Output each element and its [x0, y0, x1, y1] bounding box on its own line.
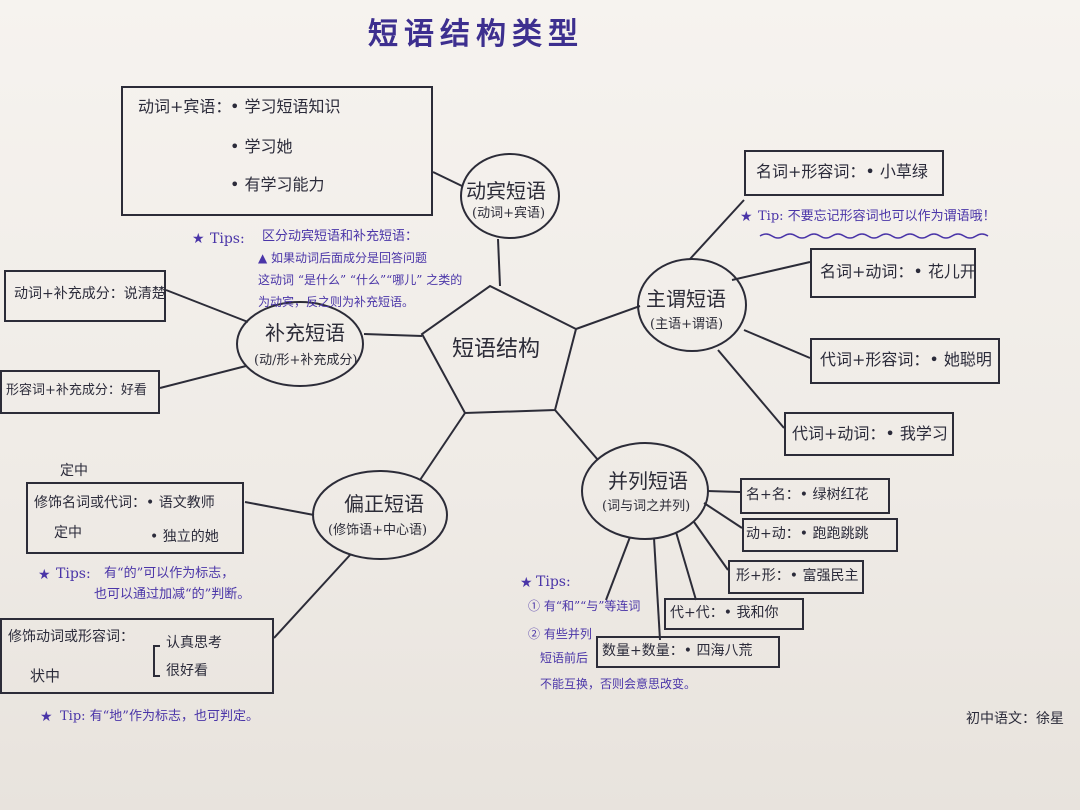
coord-tip-line-1: ① 有“和”“与”等连词 [528, 599, 641, 613]
zhuang-example-1: 认真思考 [166, 635, 222, 651]
sp-item-1-box [744, 150, 944, 196]
sp-item-3: 代词+形容词：• 她聪明 [820, 350, 992, 369]
ding-mark: 定中 [60, 463, 88, 479]
complement-node-outline [236, 301, 364, 387]
verb-object-box-lead: 动词+宾语： [138, 97, 232, 116]
center-label: 短语结构 [452, 337, 541, 362]
sp-item-2: 名词+动词：• 花儿开 [820, 262, 976, 281]
coord-tip-line-3: 短语前后 [540, 651, 589, 665]
coord-tip-line-2: ② 有些并列 [528, 627, 592, 641]
verb-object-tip-line-3: 这动词 “是什么” “什么”“哪儿” 之类的 [258, 273, 463, 287]
complement-item-1: 动词+补充成分：说清楚 [14, 286, 166, 302]
coord-item-1: 名+名：• 绿树红花 [746, 487, 869, 503]
coord-item-5: 数量+数量：• 四海八荒 [602, 643, 753, 659]
complement-label: 补充短语 [265, 321, 345, 345]
verb-object-example-3: • 有学习能力 [230, 175, 325, 194]
complement-sub: (动/形+补充成分) [254, 353, 358, 368]
sp-item-1: 名词+形容词：• 小草绿 [756, 162, 928, 181]
ding-example: • 独立的她 [150, 529, 219, 545]
complement-item-1-box [4, 270, 166, 322]
modifier-label: 偏正短语 [344, 492, 424, 516]
star-icon: ★ [740, 209, 753, 225]
verb-object-tip-line-4: 为动宾，反之则为补充短语。 [258, 295, 415, 309]
tip-wave-underline [759, 233, 989, 239]
center-pentagon [420, 284, 578, 415]
coord-tip-lead: Tips: [536, 574, 571, 590]
star-icon: ★ [38, 567, 51, 583]
coord-item-3: 形+形：• 富强民主 [736, 568, 859, 584]
sp-item-3-box [810, 338, 1000, 384]
coord-item-4-box [664, 598, 804, 630]
coord-item-4: 代+代：• 我和你 [670, 605, 779, 621]
subject-predicate-node-outline [637, 258, 747, 352]
modifier-tip1-lead: Tips: [56, 566, 91, 582]
ding-label: 定中 [54, 525, 82, 541]
star-icon: ★ [40, 709, 53, 725]
modifier-tip2: Tip: 有“地”作为标志，也可判定。 [60, 709, 259, 724]
coord-item-2-box [742, 518, 898, 552]
star-icon: ★ [520, 575, 533, 591]
sp-item-4-box [784, 412, 954, 456]
zhuang-box-text: 修饰动词或形容词： [8, 629, 134, 645]
verb-object-example-1: • 学习短语知识 [230, 97, 341, 116]
coord-item-2: 动+动：• 跑跑跳跳 [746, 526, 869, 542]
verb-object-label: 动宾短语 [466, 179, 546, 203]
verb-object-tip-lead: Tips: [210, 231, 245, 247]
verb-object-example-2: • 学习她 [230, 137, 293, 156]
sp-tip: Tip: 不要忘记形容词也可以作为谓语哦！ [758, 209, 996, 224]
zhuang-bracket [153, 645, 160, 677]
coordinate-label: 并列短语 [608, 469, 688, 493]
verb-object-sub: (动词+宾语) [472, 206, 546, 221]
page-title: 短语结构类型 [368, 17, 584, 52]
coord-item-1-box [740, 478, 890, 514]
coordinate-sub: (词与词之并列) [602, 499, 691, 514]
verb-object-box [121, 86, 433, 216]
coord-item-5-box [596, 636, 780, 668]
zhuang-example-2: 很好看 [166, 663, 208, 679]
zhuang-label: 状中 [30, 667, 61, 685]
verb-object-tip-line-1: 区分动宾短语和补充短语： [262, 229, 419, 244]
modifier-tip1-line-1: 有“的”可以作为标志， [104, 566, 235, 581]
coord-tip-line-4: 不能互换，否则会意思改变。 [540, 677, 697, 691]
subject-predicate-label: 主谓短语 [646, 287, 726, 311]
ding-box [26, 482, 244, 554]
coord-item-3-box [728, 560, 864, 594]
zhuang-box [0, 618, 274, 694]
sp-item-2-box [810, 248, 976, 298]
signature: 初中语文：徐星 [966, 711, 1064, 727]
star-icon: ★ [192, 231, 205, 247]
ding-box-text: 修饰名词或代词：• 语文教师 [34, 495, 215, 511]
sp-item-4: 代词+动词：• 我学习 [792, 424, 948, 443]
subject-predicate-sub: (主语+谓语) [650, 317, 724, 332]
modifier-tip1-line-2: 也可以通过加减“的”判断。 [94, 587, 251, 602]
verb-object-node-outline [460, 153, 560, 239]
complement-item-2: 形容词+补充成分：好看 [6, 383, 147, 398]
verb-object-tip-line-2: ▲ 如果动词后面成分是回答问题 [258, 251, 428, 265]
modifier-sub: (修饰语+中心语) [328, 523, 428, 538]
complement-item-2-box [0, 370, 160, 414]
